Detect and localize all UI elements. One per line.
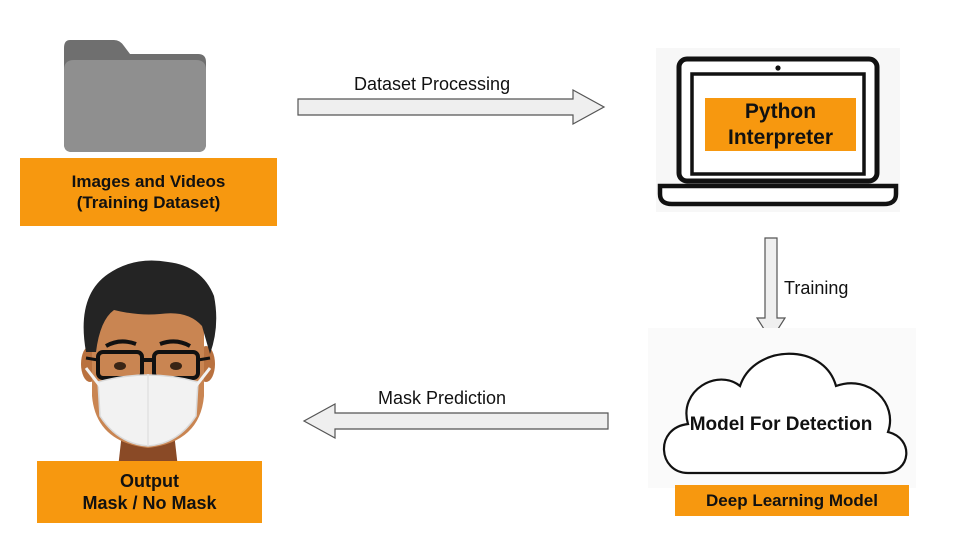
training-label: Training <box>784 278 849 298</box>
mask-prediction-label: Mask Prediction <box>378 388 507 408</box>
output-box: Output Mask / No Mask <box>37 461 262 523</box>
output-classes: Mask / No Mask <box>82 493 217 513</box>
output-title: Output <box>120 470 179 491</box>
deep-learning-model-label: Deep Learning Model <box>706 490 878 510</box>
python-label: Python <box>744 100 817 124</box>
interpreter-label: Interpreter <box>727 125 834 149</box>
model-for-detection-label: Model For Detection <box>689 414 873 435</box>
mask-prediction-arrow <box>302 402 609 440</box>
images-videos-box: Images and Videos (Training Dataset) <box>20 158 277 226</box>
dataset-processing-label: Dataset Processing <box>354 74 511 94</box>
dataset-processing-arrow <box>297 88 606 126</box>
python-interpreter-box: Python Interpreter <box>705 98 856 151</box>
cloud-icon <box>648 328 916 488</box>
masked-person-icon <box>81 260 217 468</box>
deep-learning-model-box: Deep Learning Model <box>675 485 909 516</box>
images-videos-subtitle: (Training Dataset) <box>76 193 221 212</box>
folder-icon <box>64 40 206 152</box>
images-videos-title: Images and Videos <box>71 171 226 191</box>
training-arrow <box>755 237 787 342</box>
